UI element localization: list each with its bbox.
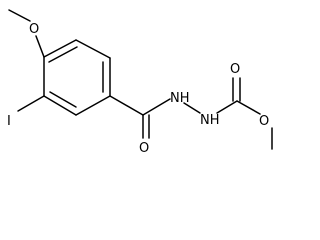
bond-ring-c1-c2: [43, 39, 77, 58]
atom-label-carbamate-nh: NH: [200, 113, 220, 128]
bond-ring-iodine: [17, 95, 45, 112]
bond-ring-c5-c6: [43, 95, 77, 116]
bond-ring-c2-c3: [75, 39, 111, 59]
bond-methyl-methoxy-o: [8, 9, 31, 22]
atom-label-iodine: I: [7, 114, 11, 129]
bond-carbamate-c-ester-o: [236, 100, 261, 115]
bond-nh-carbamate-c: [216, 100, 238, 114]
bond-ring-c4-c5: [75, 95, 111, 116]
atom-label-amide-nh: NH: [170, 91, 190, 106]
bond-ring-c1-c2-inner: [48, 46, 78, 63]
bond-ring-c5-c6-inner: [49, 91, 77, 108]
atom-label-ester-carbonyl-o: O: [230, 62, 240, 77]
atom-label-methoxy-o: O: [29, 22, 39, 37]
bond-amide-c-nh: [142, 98, 171, 116]
bond-nh-nh: [183, 102, 201, 114]
bond-ring-carbonyl-c: [109, 95, 144, 116]
bond-methoxy-o-ring: [35, 35, 45, 58]
chemical-structure-diagram: O I O NH NH O O: [7, 9, 273, 156]
atom-label-amide-carbonyl-o: O: [139, 141, 149, 156]
atom-label-ester-o: O: [259, 114, 269, 129]
